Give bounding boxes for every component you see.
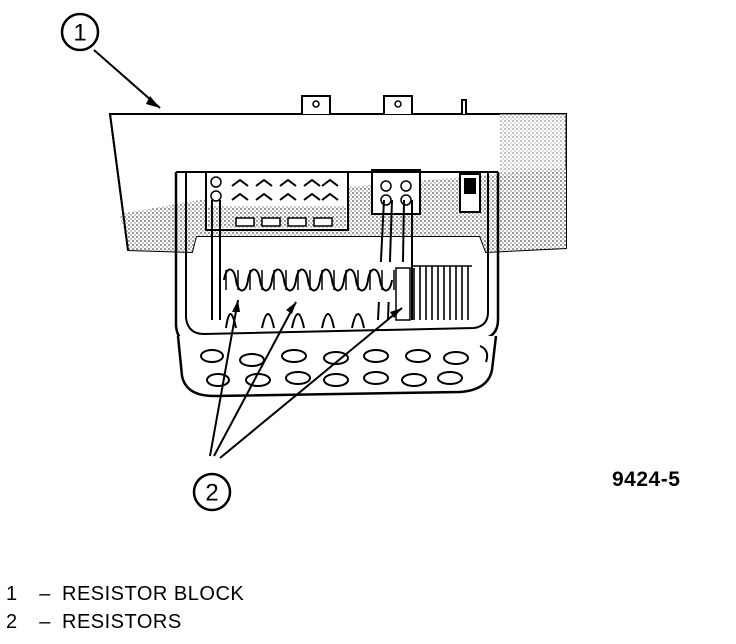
legend: 1–RESISTOR BLOCK 2–RESISTORS: [6, 580, 244, 636]
leader-line-2c: [219, 307, 403, 459]
connector-housing: [205, 171, 349, 231]
callout-2-number: 2: [205, 480, 218, 507]
legend-label: RESISTOR BLOCK: [62, 583, 245, 605]
resistor-base: [176, 335, 498, 398]
leader-arrow-1: [146, 96, 160, 108]
legend-label: RESISTORS: [62, 611, 182, 633]
callout-1-number: 1: [73, 20, 86, 47]
legend-number: 1: [6, 583, 18, 605]
terminal-tabs: [301, 95, 467, 114]
callout-1: 1: [60, 12, 100, 52]
callout-2: 2: [192, 472, 232, 512]
leader-line-2b: [213, 301, 297, 457]
legend-item: 1–RESISTOR BLOCK: [6, 580, 244, 608]
leader-line-2a: [209, 299, 239, 457]
legend-dash: –: [39, 583, 51, 605]
legend-number: 2: [6, 611, 18, 633]
callout-leaders: [93, 49, 403, 459]
legend-item: 2–RESISTORS: [6, 608, 244, 636]
figure-id: 9424-5: [612, 468, 681, 491]
coil-resistors: [222, 262, 472, 329]
legend-dash: –: [39, 611, 51, 633]
